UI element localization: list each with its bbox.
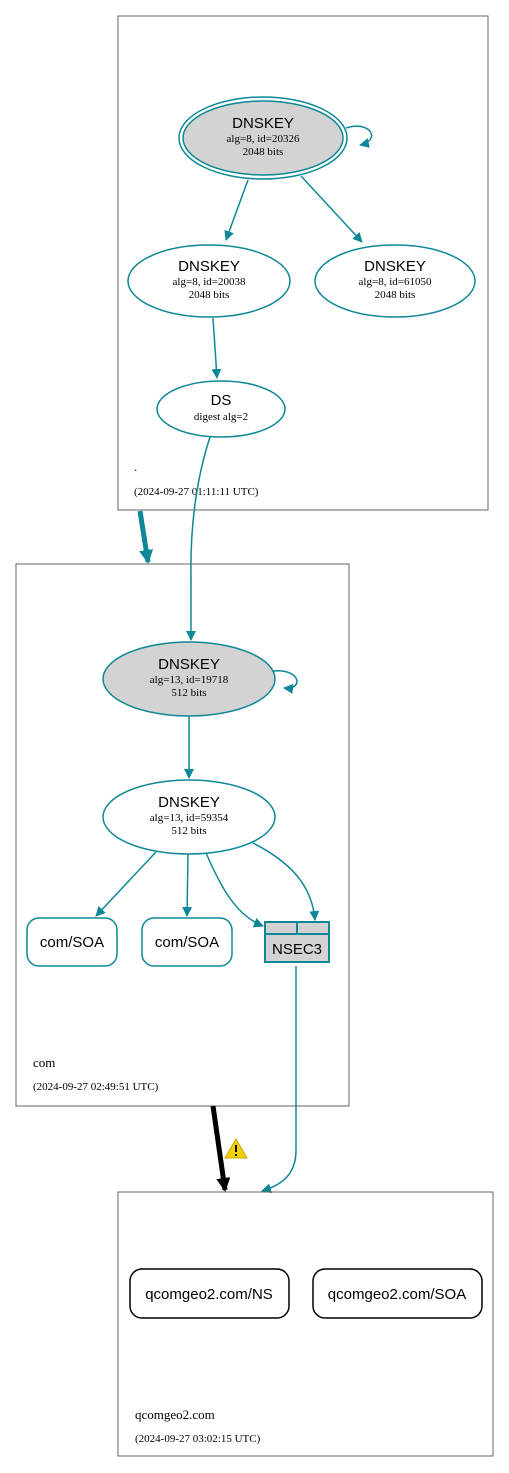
- root-ksk-self-loop: [345, 125, 373, 148]
- zone-timestamp-com: (2024-09-27 02:49:51 UTC): [33, 1081, 159, 1093]
- edge-com-zsk-to-soa1: [95, 851, 157, 917]
- zone-box-qcomgeo2: [117, 1191, 494, 1457]
- zone-box-root: [117, 15, 489, 511]
- root-zsk2-alg: alg=8, id=61050: [359, 276, 432, 288]
- com-ksk-self-loop: [272, 670, 298, 694]
- com-soa-2-label: com/SOA: [155, 934, 219, 951]
- warning-icon[interactable]: [224, 1138, 248, 1159]
- qcomgeo2-ns-node[interactable]: qcomgeo2.com/NS: [129, 1268, 290, 1319]
- root-zsk1-alg: alg=8, id=20038: [173, 276, 246, 288]
- root-ds-title: DS: [211, 392, 232, 409]
- com-nsec3-label: NSEC3: [272, 941, 322, 958]
- com-zsk-alg: alg=13, id=59354: [150, 812, 229, 824]
- com-ksk-title: DNSKEY: [158, 656, 220, 673]
- root-zsk2-node[interactable]: DNSKEY alg=8, id=61050 2048 bits: [314, 244, 476, 318]
- com-nsec3-node[interactable]: NSEC3: [264, 921, 330, 963]
- edge-com-zsk-to-soa2: [182, 853, 193, 917]
- root-zsk1-bits: 2048 bits: [189, 289, 230, 301]
- edge-nsec3-to-qcomgeo2: [261, 966, 297, 1194]
- com-ksk-node[interactable]: DNSKEY alg=13, id=19718 512 bits: [102, 641, 276, 717]
- root-zsk1-title: DNSKEY: [178, 258, 240, 275]
- edge-com-zsk-to-nsec3-b: [252, 842, 320, 921]
- root-ds-node[interactable]: DS digest alg=2: [156, 380, 286, 438]
- com-soa-node-1[interactable]: com/SOA: [26, 917, 118, 967]
- root-ksk-alg: alg=8, id=20326: [227, 133, 300, 145]
- edge-ds-to-com-ksk: [186, 436, 211, 641]
- com-zsk-bits: 512 bits: [171, 825, 206, 837]
- zone-name-com: com: [33, 1055, 55, 1070]
- root-zsk2-title: DNSKEY: [364, 258, 426, 275]
- com-zsk-node[interactable]: DNSKEY alg=13, id=59354 512 bits: [102, 779, 276, 855]
- zone-name-root: .: [134, 459, 137, 474]
- root-ds-digest: digest alg=2: [194, 411, 248, 423]
- edge-ksk-to-zsk2: [300, 175, 363, 243]
- com-ksk-bits: 512 bits: [171, 687, 206, 699]
- com-soa-node-2[interactable]: com/SOA: [141, 917, 233, 967]
- com-zsk-title: DNSKEY: [158, 794, 220, 811]
- edge-com-zsk-to-nsec3-a: [205, 852, 264, 928]
- root-ksk-title: DNSKEY: [232, 115, 294, 132]
- root-zsk1-node[interactable]: DNSKEY alg=8, id=20038 2048 bits: [127, 244, 291, 318]
- com-ksk-alg: alg=13, id=19718: [150, 674, 229, 686]
- edge-zsk1-to-ds: [211, 317, 222, 379]
- delegation-root-to-com: [137, 510, 154, 564]
- delegation-com-to-qcomgeo2: [210, 1105, 231, 1192]
- root-ksk-bits: 2048 bits: [243, 146, 284, 158]
- zone-name-qcomgeo2: qcomgeo2.com: [135, 1407, 215, 1422]
- edge-ksk-to-zsk1: [224, 179, 249, 241]
- qcomgeo2-soa-label: qcomgeo2.com/SOA: [328, 1286, 466, 1303]
- zone-box-com: [15, 563, 350, 1107]
- root-zsk2-bits: 2048 bits: [375, 289, 416, 301]
- com-soa-1-label: com/SOA: [40, 934, 104, 951]
- qcomgeo2-ns-label: qcomgeo2.com/NS: [145, 1286, 273, 1303]
- root-ksk-node[interactable]: DNSKEY alg=8, id=20326 2048 bits: [178, 96, 348, 180]
- zone-timestamp-qcomgeo2: (2024-09-27 03:02:15 UTC): [135, 1433, 261, 1445]
- qcomgeo2-soa-node[interactable]: qcomgeo2.com/SOA: [312, 1268, 483, 1319]
